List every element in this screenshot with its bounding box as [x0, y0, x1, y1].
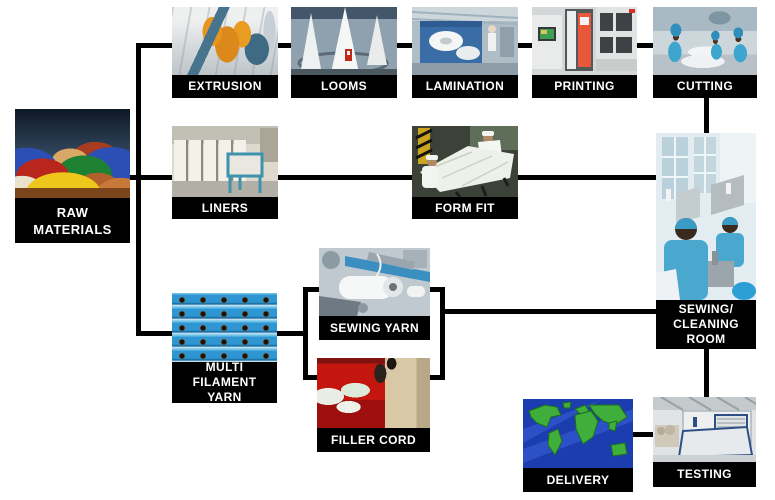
connector-left-bracket-bottom-stub	[303, 375, 321, 380]
connector-liners-formfit	[278, 175, 412, 180]
looms-photo	[291, 7, 397, 75]
multi-filament-yarn-label: MULTI FILAMENT YARN	[172, 360, 277, 404]
testing-photo	[653, 397, 756, 462]
connector-sewingyarn-sewingroom	[440, 309, 656, 314]
testing-photo-art	[653, 397, 756, 462]
connector-right-bracket-top-stub	[427, 287, 445, 292]
connector-mfy-to-bracket	[277, 331, 308, 336]
sewing-yarn-label: SEWING YARN	[319, 316, 430, 340]
form-fit-photo-art	[412, 126, 518, 197]
connector-extrusion-looms	[278, 43, 291, 48]
node-multi-filament-yarn: MULTI FILAMENT YARN	[172, 293, 277, 404]
connector-left-bracket-top-stub	[303, 287, 321, 292]
lamination-photo-art	[412, 7, 518, 75]
filler-cord-label: FILLER CORD	[317, 428, 430, 452]
node-raw-materials: RAW MATERIALS	[15, 109, 130, 243]
raw-materials-label: RAW MATERIALS	[15, 198, 130, 243]
node-delivery: DELIVERY	[523, 399, 633, 492]
node-cutting: CUTTING	[653, 7, 757, 98]
connector-raw-liners	[128, 175, 172, 180]
raw-materials-photo	[15, 109, 130, 198]
connector-lamination-printing	[518, 43, 532, 48]
connector-printing-cutting	[637, 43, 653, 48]
node-sewing-yarn: SEWING YARN	[319, 248, 430, 340]
sewing-yarn-photo-art	[319, 248, 430, 316]
connector-sewingroom-testing	[704, 349, 709, 397]
connector-testing-delivery	[633, 432, 653, 437]
sewing-cleaning-room-label: SEWING/ CLEANING ROOM	[656, 300, 756, 349]
looms-label: LOOMS	[291, 75, 397, 98]
delivery-label: DELIVERY	[523, 468, 633, 492]
printing-label: PRINTING	[532, 75, 637, 98]
liners-label: LINERS	[172, 197, 278, 219]
looms-photo-art	[291, 7, 397, 75]
liners-photo-art	[172, 126, 278, 197]
form-fit-label: FORM FIT	[412, 197, 518, 219]
connector-looms-lamination	[397, 43, 412, 48]
connector-left-bracket-vertical	[303, 287, 308, 380]
node-printing: PRINTING	[532, 7, 637, 98]
node-sewing-cleaning-room: SEWING/ CLEANING ROOM	[656, 133, 756, 349]
sewing-cleaning-room-photo-art	[656, 133, 756, 300]
form-fit-photo	[412, 126, 518, 197]
testing-label: TESTING	[653, 462, 756, 487]
sewing-cleaning-room-photo	[656, 133, 756, 300]
extrusion-photo	[172, 7, 278, 75]
lamination-photo	[412, 7, 518, 75]
cutting-photo	[653, 7, 757, 75]
node-looms: LOOMS	[291, 7, 397, 98]
extrusion-label: EXTRUSION	[172, 75, 278, 98]
delivery-photo-art	[523, 399, 633, 468]
node-extrusion: EXTRUSION	[172, 7, 278, 98]
filler-cord-photo	[317, 358, 430, 428]
connector-right-bracket-vertical	[440, 287, 445, 380]
connector-trunk-to-mfy	[136, 331, 172, 336]
cutting-label: CUTTING	[653, 75, 757, 98]
multi-filament-yarn-photo	[172, 293, 277, 362]
connector-right-bracket-bottom-stub	[427, 375, 445, 380]
node-liners: LINERS	[172, 126, 278, 219]
printing-photo	[532, 7, 637, 75]
lamination-label: LAMINATION	[412, 75, 518, 98]
liners-photo	[172, 126, 278, 197]
connector-formfit-sewingroom	[518, 175, 656, 180]
node-lamination: LAMINATION	[412, 7, 518, 98]
node-testing: TESTING	[653, 397, 756, 487]
printing-photo-art	[532, 7, 637, 75]
sewing-yarn-photo	[319, 248, 430, 316]
delivery-photo	[523, 399, 633, 468]
connector-cutting-sewingroom	[704, 98, 709, 133]
connector-trunk-vertical	[136, 43, 141, 336]
connector-trunk-to-extrusion	[136, 43, 172, 48]
node-form-fit: FORM FIT	[412, 126, 518, 219]
node-filler-cord: FILLER CORD	[317, 358, 430, 452]
